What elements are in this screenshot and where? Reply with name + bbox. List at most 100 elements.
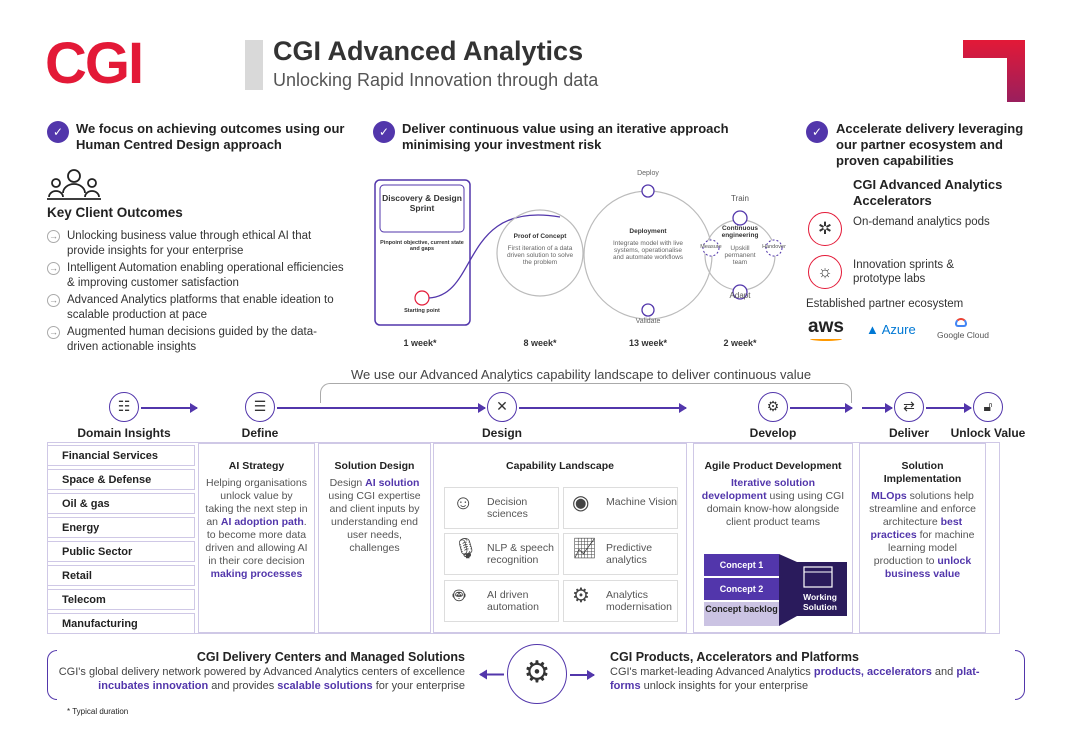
- column-text: Design AI solution using CGI expertise a…: [325, 477, 424, 555]
- stage-label: Deliver: [888, 426, 930, 440]
- train-label: Train: [731, 194, 749, 203]
- arrow-circle-icon: →: [47, 326, 60, 339]
- flow-arrow: [519, 404, 687, 412]
- ce-desc: Upskill permanent team: [724, 245, 756, 266]
- check-icon: ✓: [806, 121, 828, 143]
- duration-label: 1 week*: [403, 338, 437, 348]
- microphone-icon: 🎙︎: [453, 538, 479, 560]
- lightbulb-icon: ☼: [808, 255, 842, 289]
- highlight: best practices: [870, 516, 963, 541]
- stage-label: Domain Insights: [77, 426, 171, 440]
- highlight: Iterative solution development: [701, 477, 815, 502]
- domain-item: Telecom: [47, 589, 195, 610]
- concept-box: Concept 2: [704, 578, 779, 600]
- starting-point-label: Starting point: [404, 308, 440, 314]
- products-title: CGI Products, Accelerators and Platforms: [610, 650, 859, 664]
- capability-label: AI driven automation: [487, 589, 539, 613]
- flow-arrow: [141, 404, 198, 412]
- outcome-text: Augmented human decisions guided by the …: [67, 326, 317, 353]
- page-title: CGI Advanced Analytics: [273, 36, 584, 66]
- head-gear-icon: ⚙: [758, 392, 788, 422]
- outcome-item: →Advanced Analytics platforms that enabl…: [47, 293, 347, 323]
- checklist-icon: ☷: [109, 392, 139, 422]
- capability-card: 🎙︎ NLP & speech recognition: [444, 533, 559, 575]
- outcomes-title: Key Client Outcomes: [47, 205, 183, 220]
- highlight: MLOps: [871, 490, 907, 502]
- aws-smile-icon: [810, 337, 842, 341]
- handover-label: Handover: [762, 244, 786, 250]
- col1-heading: We focus on achieving outcomes using our…: [76, 121, 345, 152]
- deploy-label: Deploy: [637, 170, 659, 177]
- capability-label: Decision sciences: [487, 496, 528, 520]
- delivery-centers-text: CGI's global delivery network powered by…: [55, 665, 465, 693]
- text: using CGI expertise and client inputs by…: [328, 490, 421, 554]
- azure-text: Azure: [881, 322, 916, 337]
- duration-label: 13 week*: [628, 338, 668, 348]
- cgi-logo: CGI: [45, 31, 144, 96]
- highlight: incubates innovation: [98, 680, 209, 692]
- flow-arrow: [277, 404, 486, 412]
- text: solutions help streamline and enforce ar…: [869, 490, 976, 528]
- check-icon: ✓: [47, 121, 69, 143]
- capability-label: Analytics modernisation: [606, 589, 672, 613]
- stage-label: Unlock Value: [950, 426, 1026, 440]
- column-title: Capability Landscape: [506, 460, 614, 472]
- capability-card: 📈︎Predictive analytics: [563, 533, 678, 575]
- delivery-icon: ⇄: [894, 392, 924, 422]
- text: unlock insights for your enterprise: [640, 680, 809, 692]
- column-title: Agile Product Development: [704, 460, 842, 472]
- capability-landscape-column: Capability Landscape: [433, 443, 687, 633]
- duration-label: 2 week*: [723, 338, 757, 348]
- products-text: CGI's market-leading Advanced Analytics …: [610, 665, 1000, 693]
- outcome-text: Advanced Analytics platforms that enable…: [67, 294, 334, 321]
- working-solution-label: Working Solution: [803, 592, 837, 612]
- solution-design-column: Solution Design Design AI solution using…: [318, 443, 431, 633]
- implementation-column: Solution Implementation MLOps solutions …: [859, 443, 986, 633]
- people-icon: [47, 169, 101, 200]
- robot-icon: 🤖︎: [453, 585, 465, 607]
- capability-card: ☺Decision sciences: [444, 487, 559, 529]
- domain-item: Public Sector: [47, 541, 195, 562]
- domain-item: Financial Services: [47, 445, 195, 466]
- highlight: AI solution: [365, 477, 420, 489]
- eye-icon: ◉: [572, 492, 590, 514]
- working-solution-shape: [779, 554, 847, 626]
- column-text: Iterative solution development using usi…: [700, 477, 846, 529]
- highlight: unlock business value: [884, 555, 972, 580]
- text: Helping organisations unlock value by ta…: [205, 477, 308, 528]
- column-title: Solution Implementation: [883, 460, 962, 485]
- capability-label: NLP & speech recognition: [487, 542, 554, 566]
- azure-logo: ▲ Azure: [866, 322, 916, 337]
- document-icon: ☰: [245, 392, 275, 422]
- capability-label: Machine Vision: [606, 496, 678, 508]
- flow-arrow: [926, 404, 972, 412]
- cloud-icon: [955, 318, 967, 327]
- title-bar: [245, 40, 263, 90]
- adapt-label: Adapt: [729, 291, 751, 300]
- capability-card: 🤖︎ AI driven automation: [444, 580, 559, 622]
- stage-label: Design: [481, 426, 522, 440]
- domain-item: Oil & gas: [47, 493, 195, 514]
- outcome-item: →Intelligent Automation enabling operati…: [47, 261, 347, 291]
- column-text: Helping organisations unlock value by ta…: [205, 477, 308, 581]
- accelerator-item: On-demand analytics pods: [853, 216, 990, 228]
- measure-label: Measure: [700, 244, 722, 250]
- page-subtitle: Unlocking Rapid Innovation through data: [273, 70, 599, 90]
- text: and provides: [208, 680, 278, 692]
- flow-arrow: [862, 404, 893, 412]
- column-text: MLOps solutions help streamline and enfo…: [866, 490, 979, 581]
- tools-icon: ✕: [487, 392, 517, 422]
- gears-icon: ⚙: [507, 644, 567, 704]
- text: for your enterprise: [372, 680, 465, 692]
- text: CGI's global delivery network powered by…: [58, 666, 465, 678]
- outcome-text: Unlocking business value through ethical…: [67, 230, 312, 257]
- partner-title: Established partner ecosystem: [806, 298, 964, 310]
- unlock-icon: 🔓︎: [973, 392, 1003, 422]
- gear-network-icon: ⚙: [572, 585, 590, 607]
- iterative-approach-diagram: [374, 179, 783, 326]
- concept-box: Concept backlog: [704, 602, 779, 626]
- col2-heading: Deliver continuous value using an iterat…: [402, 121, 729, 152]
- highlight: making processes: [210, 568, 303, 580]
- deployment-title: Deployment: [629, 228, 667, 235]
- footnote: * Typical duration: [67, 707, 129, 716]
